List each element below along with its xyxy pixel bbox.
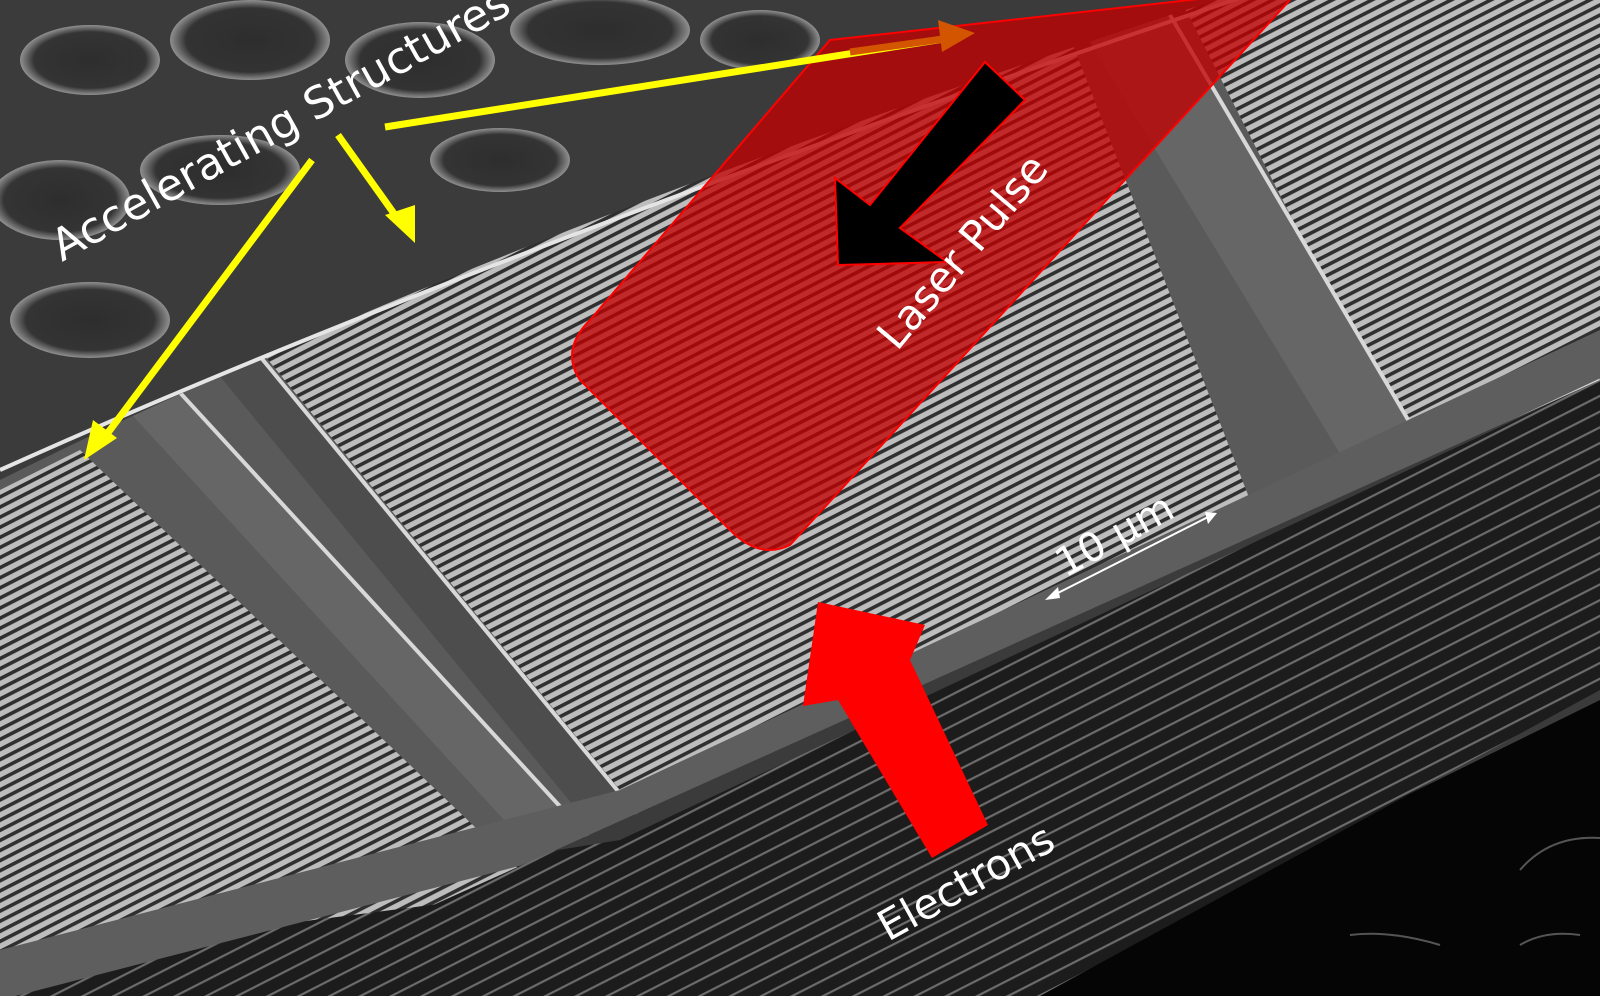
arrow-head-icon: [84, 420, 117, 460]
rail-2: [190, 320, 650, 850]
chip-sidewall: [0, 380, 1600, 996]
electron-direction-arrow-icon: [803, 602, 988, 858]
chip-edge: [0, 0, 1241, 472]
grating-panel-1: [0, 450, 520, 960]
grating-panel-3: [1150, 0, 1600, 430]
arrow-head-icon: [938, 20, 975, 52]
arrow-head-icon: [385, 205, 415, 243]
substrate-texture: [0, 0, 820, 358]
laser-pulse-overlay: [571, 0, 1292, 551]
laser-direction-arrow-icon: [833, 60, 1027, 267]
accelerating-structures-arrows: [84, 20, 975, 460]
shadow-texture: [1349, 836, 1600, 946]
front-ledge: [0, 330, 1600, 996]
rail-1: [100, 360, 600, 870]
